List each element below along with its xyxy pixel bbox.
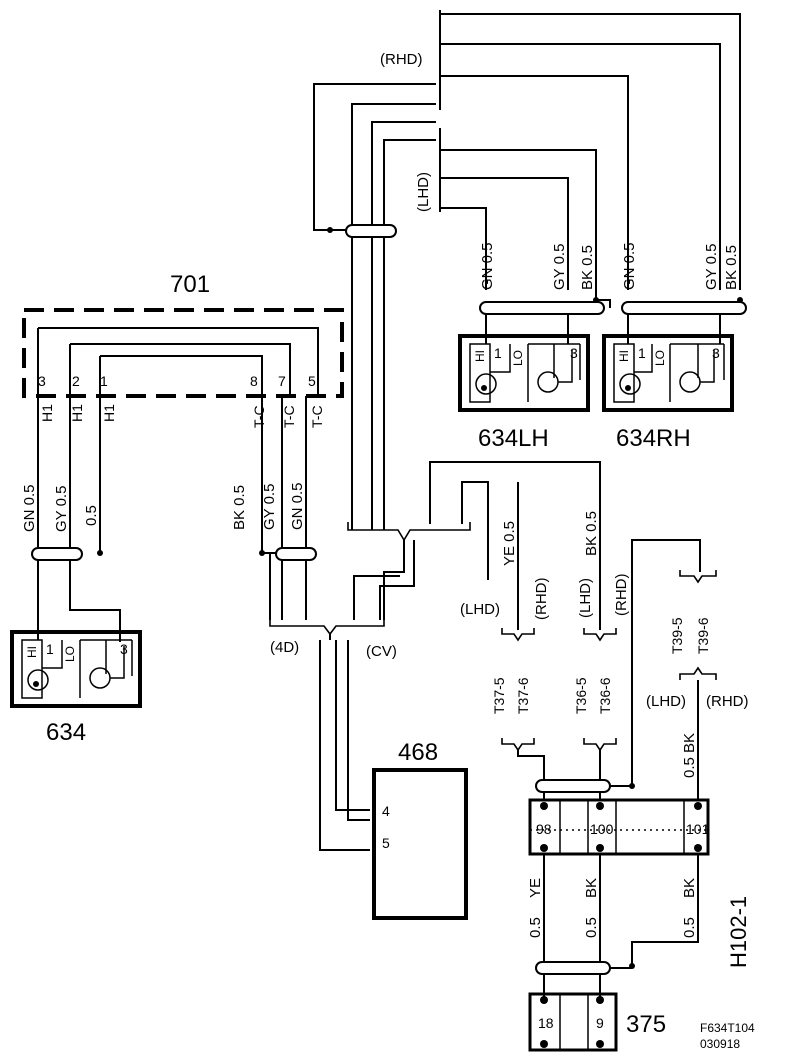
wire-05-lower3: 0.5: [681, 917, 698, 938]
component-634: [10, 630, 142, 708]
term-t39-5: T39-5: [669, 617, 685, 654]
pin-701-3: 3: [38, 373, 46, 389]
wire-gn-lh: GN 0.5: [479, 242, 496, 290]
wire-05-bk: 0.5 BK: [681, 733, 698, 778]
wire-gn-mid: GN 0.5: [289, 482, 306, 530]
term-t36-5: T36-5: [573, 677, 589, 714]
pin-701-5: 5: [308, 373, 316, 389]
component-634lh: [458, 334, 590, 412]
pinf-h1-a: H1: [39, 404, 55, 422]
lh-wires: [479, 290, 611, 344]
term-t37-5: T37-5: [491, 677, 507, 714]
pin-lh-1: 1: [494, 345, 502, 361]
wire-05-lower1: 0.5: [527, 917, 544, 938]
region-cv: (CV): [366, 643, 397, 660]
footer-code: F634T104: [700, 1021, 755, 1035]
label-634rh: 634RH: [616, 425, 691, 452]
component-634rh: [602, 334, 734, 412]
pinf-hi-lh: HI: [473, 350, 487, 362]
pin-18: 18: [538, 1015, 554, 1031]
wire-ye-05: YE 0.5: [501, 521, 518, 566]
region-rhd-top: (RHD): [380, 51, 423, 68]
label-375: 375: [626, 1011, 666, 1038]
region-rhd-3: (RHD): [706, 693, 749, 710]
region-lhd-1: (LHD): [460, 601, 500, 618]
top-wiring: [313, 10, 741, 530]
pinf-tc-a: T-C: [251, 405, 267, 428]
pin-100: 100: [590, 821, 614, 837]
wire-05-left: 0.5: [83, 505, 100, 526]
left-wires: [31, 396, 385, 642]
component-701: [22, 308, 344, 398]
pin-701-2: 2: [72, 373, 80, 389]
central-wiring: [319, 461, 601, 851]
pinf-hi-rh: HI: [617, 350, 631, 362]
term-t36-6: T36-6: [597, 677, 613, 714]
pin-634-3: 3: [120, 641, 128, 657]
label-468: 468: [398, 739, 438, 766]
wire-bk-mid: BK 0.5: [231, 485, 248, 530]
pin-rh-1: 1: [638, 345, 646, 361]
label-634lh: 634LH: [478, 425, 549, 452]
wire-gn-rh: GN 0.5: [621, 242, 638, 290]
pin-rh-3: 3: [712, 345, 720, 361]
region-lhd-2: (LHD): [577, 578, 594, 618]
pin-468-5: 5: [382, 835, 390, 851]
wire-bk-lh: BK 0.5: [579, 245, 596, 290]
pinf-tc-b: T-C: [281, 405, 297, 428]
region-4d: (4D): [270, 639, 299, 656]
pinf-h1-b: H1: [69, 404, 85, 422]
pinf-lo-lh: LO: [511, 350, 525, 366]
region-rhd-1: (RHD): [533, 578, 550, 621]
term-t37-6: T37-6: [515, 677, 531, 714]
pinf-lo-634: LO: [63, 646, 77, 662]
region-lhd-3: (LHD): [646, 693, 686, 710]
wire-gy-rh: GY 0.5: [703, 244, 720, 290]
pin-98: 98: [536, 821, 552, 837]
wire-bk-lower2: BK: [681, 878, 698, 898]
wire-05-lower2: 0.5: [583, 917, 600, 938]
wire-gy-lh: GY 0.5: [551, 244, 568, 290]
pin-701-7: 7: [278, 373, 286, 389]
wire-gy-mid: GY 0.5: [261, 484, 278, 530]
region-lhd-top: (LHD): [415, 172, 432, 212]
component-468: [372, 768, 468, 920]
wire-bk-lower1: BK: [583, 878, 600, 898]
pin-701-8: 8: [250, 373, 258, 389]
wire-gy-left: GY 0.5: [53, 486, 70, 532]
pin-634-1: 1: [46, 641, 54, 657]
pinf-hi-634: HI: [25, 646, 39, 658]
lower-right-wiring: [501, 482, 717, 1052]
pinf-tc-c: T-C: [309, 405, 325, 428]
wire-bk-rh: BK 0.5: [723, 245, 740, 290]
pin-lh-3: 3: [570, 345, 578, 361]
label-h102: H102-1: [726, 896, 751, 968]
pinf-lo-rh: LO: [653, 350, 667, 366]
wire-gn-left: GN 0.5: [21, 484, 38, 532]
pin-9: 9: [596, 1015, 604, 1031]
pinf-h1-c: H1: [101, 404, 117, 422]
rh-wires: [621, 297, 747, 344]
footer-date: 030918: [700, 1037, 740, 1051]
region-rhd-2: (RHD): [613, 574, 630, 617]
pin-101: 101: [686, 821, 710, 837]
term-t39-6: T39-6: [695, 617, 711, 654]
pin-468-4: 4: [382, 803, 390, 819]
wire-ye-lower: YE: [527, 878, 544, 898]
wire-bk-05b: BK 0.5: [583, 511, 600, 556]
label-701: 701: [170, 271, 210, 298]
pin-701-1: 1: [100, 373, 108, 389]
label-634: 634: [46, 719, 86, 746]
